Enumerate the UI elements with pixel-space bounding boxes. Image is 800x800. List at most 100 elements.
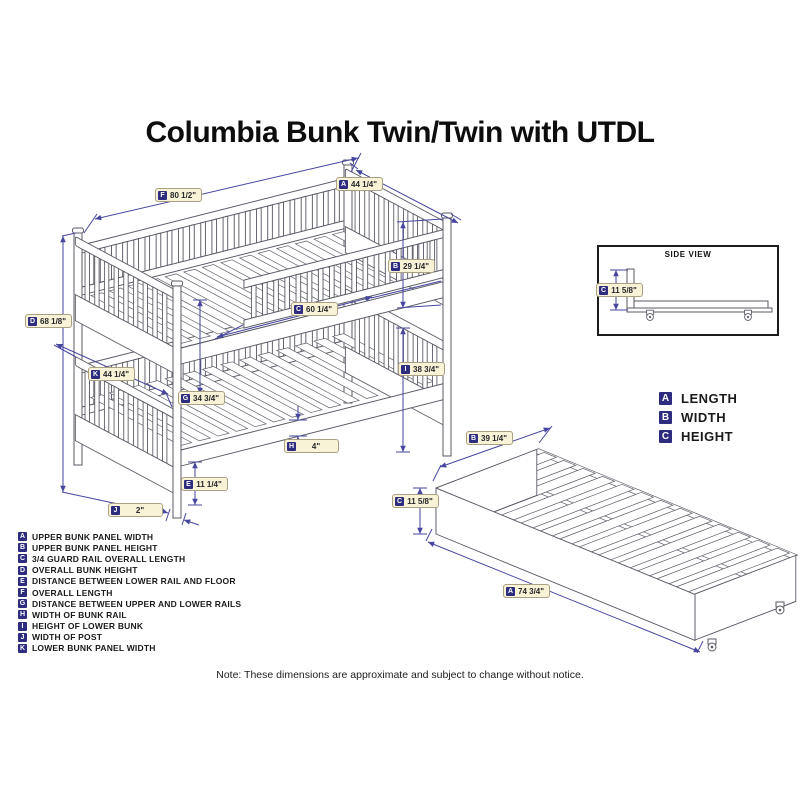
dim-label-i-lower-bunk-height: I 38 3/4" (398, 362, 446, 376)
dim-label-f-overall-length: F 80 1/2" (155, 188, 203, 202)
legend-row-width: B WIDTH (659, 408, 737, 427)
dim-letter: K (91, 369, 100, 379)
key-letter-badge: F (18, 588, 27, 598)
key-letter-badge: G (18, 599, 27, 609)
key-label: WIDTH OF POST (32, 632, 103, 643)
dim-label-g-rail-distance: G 34 3/4" (178, 391, 226, 405)
key-item-f: F OVERALL LENGTH (18, 587, 241, 598)
key-letter-badge: K (18, 643, 27, 653)
dim-letter: C (294, 304, 303, 314)
dim-value: 38 3/4" (413, 364, 440, 374)
dim-value: 80 1/2" (170, 190, 197, 200)
dim-value: 29 1/4" (403, 261, 430, 271)
dim-letter: D (28, 316, 37, 326)
key-item-j: J WIDTH OF POST (18, 632, 241, 643)
key-item-i: I HEIGHT OF LOWER BUNK (18, 621, 241, 632)
legend-row-height: C HEIGHT (659, 427, 737, 446)
dim-label-d-overall-height: D 68 1/8" (25, 314, 73, 328)
legend-row-length: A LENGTH (659, 389, 737, 408)
dim-value: 44 1/4" (103, 369, 130, 379)
page-title: Columbia Bunk Twin/Twin with UTDL (145, 116, 656, 149)
dim-value: 11 1/4" (196, 479, 222, 489)
key-item-k: K LOWER BUNK PANEL WIDTH (18, 643, 241, 654)
dim-value: 11 5/8" (611, 285, 637, 295)
key-item-e: E DISTANCE BETWEEN LOWER RAIL AND FLOOR (18, 576, 241, 587)
key-item-d: D OVERALL BUNK HEIGHT (18, 565, 241, 576)
key-letter-badge: D (18, 565, 27, 575)
dim-letter: F (158, 190, 167, 200)
key-letter-badge: C (18, 554, 27, 564)
dim-letter: E (184, 479, 193, 489)
legend-label: HEIGHT (681, 429, 734, 444)
key-letter-badge: J (18, 632, 27, 642)
dim-value: 4" (311, 441, 321, 451)
key-item-c: C 3/4 GUARD RAIL OVERALL LENGTH (18, 553, 241, 564)
disclaimer-note: Note: These dimensions are approximate a… (216, 669, 584, 681)
legend-label: WIDTH (681, 410, 727, 425)
dim-value: 2" (135, 505, 145, 515)
dim-value: 39 1/4" (481, 433, 508, 443)
legend-label: LENGTH (681, 391, 738, 406)
dim-label-b-panel-height: B 29 1/4" (388, 259, 436, 273)
key-item-b: B UPPER BUNK PANEL HEIGHT (18, 542, 241, 553)
key-letter-badge: H (18, 610, 27, 620)
dim-value: 60 1/4" (306, 304, 333, 314)
key-label: 3/4 GUARD RAIL OVERALL LENGTH (32, 553, 186, 564)
side-view-caster-wheel (744, 309, 752, 321)
legend-letter-badge: C (659, 430, 672, 443)
dimension-lines (53, 152, 704, 654)
dim-letter: G (181, 393, 190, 403)
key-label: WIDTH OF BUNK RAIL (32, 609, 127, 620)
dim-label-trundle-b-width: B 39 1/4" (466, 431, 514, 445)
abc-legend: A LENGTH B WIDTH C HEIGHT (659, 389, 737, 446)
dimension-key-list: A UPPER BUNK PANEL WIDTH B UPPER BUNK PA… (18, 531, 241, 654)
dim-label-a-panel-width: A 44 1/4" (336, 177, 384, 191)
trundle-drawing (435, 448, 799, 652)
key-letter-badge: E (18, 576, 27, 586)
dim-letter: J (111, 505, 120, 515)
side-view-title: SIDE VIEW (664, 250, 712, 259)
side-view-caster-wheel (646, 309, 654, 321)
key-item-h: H WIDTH OF BUNK RAIL (18, 609, 241, 620)
legend-letter-badge: A (659, 392, 672, 405)
key-letter-badge: I (18, 621, 27, 631)
dim-label-sideview-c-height: C 11 5/8" (596, 283, 643, 297)
dim-letter: A (339, 179, 348, 189)
dim-value: 44 1/4" (351, 179, 378, 189)
dim-label-c-guard-rail: C 60 1/4" (291, 302, 339, 316)
key-label: DISTANCE BETWEEN UPPER AND LOWER RAILS (32, 598, 242, 609)
key-label: DISTANCE BETWEEN LOWER RAIL AND FLOOR (32, 576, 236, 587)
dim-value: 74 3/4" (518, 586, 545, 596)
bunk-bed-drawing (72, 159, 453, 519)
key-label: UPPER BUNK PANEL HEIGHT (32, 542, 158, 553)
dim-label-h-rail-width: H 4" (284, 439, 339, 453)
dim-letter: C (599, 285, 608, 295)
key-letter-badge: A (18, 532, 27, 542)
dim-value: 34 3/4" (193, 393, 220, 403)
key-label: UPPER BUNK PANEL WIDTH (32, 531, 154, 542)
dim-letter: B (391, 261, 400, 271)
legend-letter-badge: B (659, 411, 672, 424)
key-letter-badge: B (18, 543, 27, 553)
dim-label-trundle-c-height: C 11 5/8" (392, 494, 439, 508)
trundle-caster-wheel (775, 601, 785, 615)
key-label: OVERALL BUNK HEIGHT (32, 565, 138, 576)
dim-label-j-post-width: J 2" (108, 503, 163, 517)
post-front-right (441, 212, 453, 457)
key-label: LOWER BUNK PANEL WIDTH (32, 643, 156, 654)
dim-value: 68 1/8" (40, 316, 67, 326)
key-label: HEIGHT OF LOWER BUNK (32, 621, 144, 632)
trundle-caster-wheel (707, 638, 717, 652)
dim-label-k-lower-panel-width: K 44 1/4" (88, 367, 136, 381)
dim-letter: H (287, 441, 296, 451)
dim-letter: C (395, 496, 404, 506)
dim-value: 11 5/8" (407, 496, 433, 506)
dim-letter: I (401, 364, 410, 374)
dim-letter: A (506, 586, 515, 596)
dim-label-e-rail-to-floor: E 11 1/4" (181, 477, 228, 491)
key-label: OVERALL LENGTH (32, 587, 113, 598)
dim-letter: B (469, 433, 478, 443)
key-item-a: A UPPER BUNK PANEL WIDTH (18, 531, 241, 542)
